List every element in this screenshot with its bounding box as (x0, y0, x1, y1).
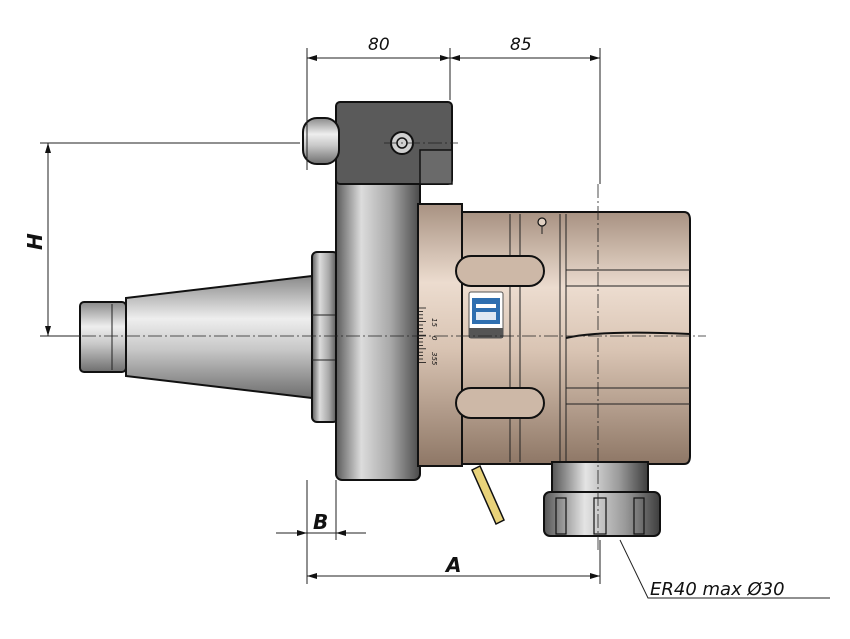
collet-nut (543, 461, 661, 537)
dimension-a: A (444, 553, 461, 577)
dimension-lines (40, 48, 830, 599)
scale-mark-top: 15 (430, 318, 438, 327)
brand-logo (468, 291, 504, 339)
slot-bottom (455, 387, 545, 419)
dimension-h: H (23, 233, 47, 250)
centerlines (60, 142, 706, 552)
scale-mark-bottom: 355 (430, 352, 438, 366)
angle-scale (418, 307, 426, 363)
drive-ring (311, 251, 339, 423)
head-body (455, 211, 691, 465)
dimension-b: B (313, 510, 328, 534)
dimension-85: 85 (510, 35, 532, 55)
slot-top (455, 255, 545, 287)
coolant-pipe (471, 464, 505, 526)
adjustment-ring: 15 0 355 (417, 203, 463, 467)
pull-stud (79, 301, 127, 373)
tool-shank (79, 251, 339, 423)
collet-callout: ER40 max Ø30 (650, 579, 785, 600)
taper-cone (125, 274, 313, 400)
scale-mark-zero: 0 (430, 336, 438, 341)
dimension-80: 80 (368, 35, 390, 55)
lubrication-point-icon (537, 217, 547, 227)
stop-pin (302, 117, 340, 165)
